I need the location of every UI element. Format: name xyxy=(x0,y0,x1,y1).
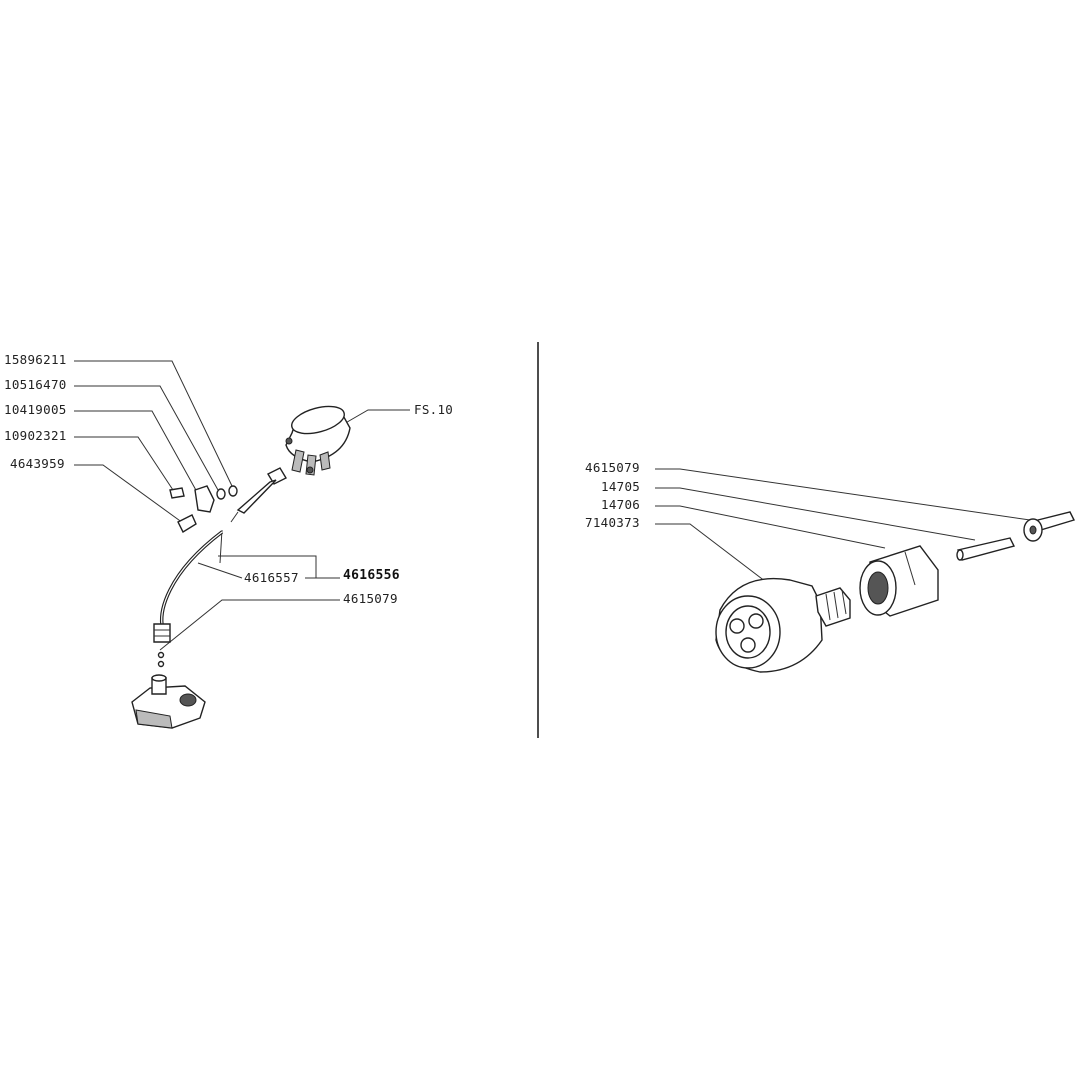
label-part-4616557: 4616557 xyxy=(244,570,299,585)
label-part-10419005: 10419005 xyxy=(4,402,67,417)
pin xyxy=(956,537,1016,561)
left-leader-lines xyxy=(74,360,410,651)
label-part-4615079-right: 4615079 xyxy=(585,460,640,475)
threaded-sleeve xyxy=(859,545,939,617)
sensor-body xyxy=(715,577,851,673)
small-fasteners xyxy=(169,485,238,533)
speedometer-head xyxy=(285,405,351,476)
right-leader-lines xyxy=(655,468,1031,586)
gearbox-drive-unit xyxy=(131,674,206,729)
label-part-4615079-left: 4615079 xyxy=(343,591,398,606)
label-part-10516470: 10516470 xyxy=(4,377,67,392)
drive-shaft xyxy=(1023,511,1075,542)
flex-cable xyxy=(153,530,224,668)
label-part-7140373: 7140373 xyxy=(585,515,640,530)
cable-sleeve xyxy=(230,467,287,523)
label-part-10902321: 10902321 xyxy=(4,428,67,443)
label-part-14705: 14705 xyxy=(601,479,641,494)
label-part-4643959: 4643959 xyxy=(10,456,65,471)
label-part-14706: 14706 xyxy=(601,497,641,512)
label-assembly-fs10: FS.10 xyxy=(414,402,454,417)
label-part-15896211: 15896211 xyxy=(4,352,67,367)
label-part-4616556: 4616556 xyxy=(343,568,400,583)
